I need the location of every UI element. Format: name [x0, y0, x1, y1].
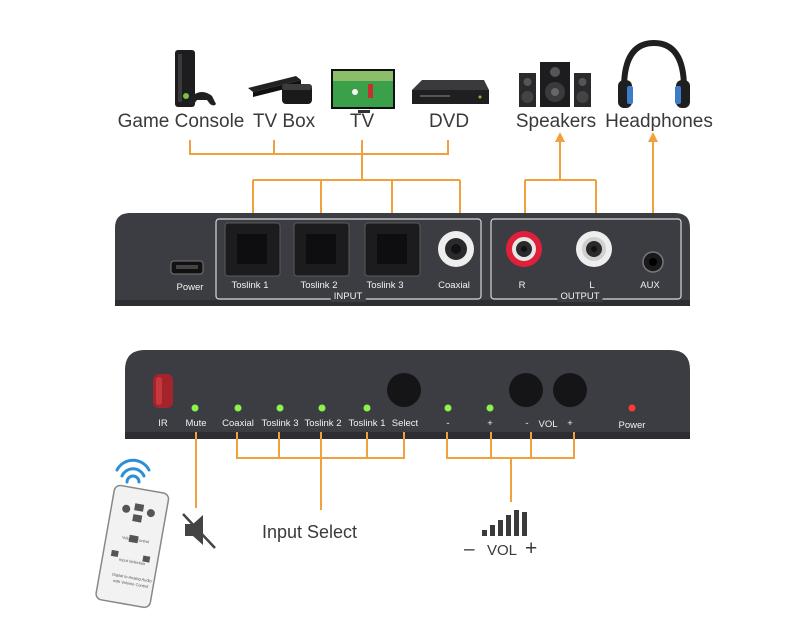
- front-coaxial-label: Coaxial: [222, 418, 254, 429]
- front-select-label: Select: [391, 418, 419, 429]
- dvd-player-icon: [412, 80, 489, 104]
- tv-box-icon: [248, 76, 312, 104]
- front-vol-plus-label: +: [567, 418, 573, 429]
- game-console-label: Game Console: [117, 111, 245, 132]
- rear-toslink1-label: Toslink 1: [231, 280, 269, 291]
- rear-coaxial-label: Coaxial: [438, 280, 470, 291]
- dvd-label: DVD: [428, 111, 470, 132]
- remote-icon: [95, 484, 170, 609]
- front-plus-label: +: [487, 418, 493, 429]
- vol-minus-symbol: –: [464, 539, 475, 560]
- rear-power-label: Power: [176, 282, 204, 293]
- volume-bars-icon: [482, 510, 527, 536]
- mute-speaker-icon: [182, 513, 216, 549]
- rear-r-label: R: [518, 280, 526, 291]
- rear-l-label: L: [589, 280, 595, 291]
- input-select-label: Input Select: [262, 522, 358, 542]
- tv-icon: [331, 69, 395, 113]
- rear-toslink3-label: Toslink 3: [366, 280, 404, 291]
- front-vol-minus-label: -: [525, 418, 529, 429]
- front-toslink3-label: Toslink 3: [261, 418, 299, 429]
- rear-aux-label: AUX: [640, 280, 660, 291]
- front-mute-label: Mute: [185, 418, 207, 429]
- headphones-icon: [618, 39, 690, 108]
- xbox-console-icon: [175, 50, 216, 107]
- vol-text: VOL: [487, 542, 518, 559]
- vol-plus-symbol: +: [525, 537, 538, 560]
- tv-label: TV: [349, 111, 375, 132]
- speakers-icon: [519, 62, 591, 107]
- front-minus-label: -: [446, 418, 450, 429]
- wifi-signal-icon: [115, 458, 151, 484]
- front-vol-label: VOL: [538, 419, 558, 430]
- headphones-label: Headphones: [605, 111, 713, 132]
- bottom-connection-lines: [195, 432, 575, 510]
- rear-panel: [115, 213, 690, 306]
- front-power-label: Power: [618, 420, 646, 431]
- input-group-label: INPUT: [330, 291, 366, 302]
- front-toslink1-label: Toslink 1: [348, 418, 386, 429]
- rear-toslink2-label: Toslink 2: [300, 280, 338, 291]
- tv-box-label: TV Box: [252, 111, 316, 132]
- front-ir-label: IR: [158, 418, 168, 429]
- output-group-label: OUTPUT: [557, 291, 603, 302]
- speakers-label: Speakers: [515, 111, 597, 132]
- front-panel: [125, 350, 690, 439]
- front-leds: [191, 404, 636, 412]
- front-toslink2-label: Toslink 2: [304, 418, 342, 429]
